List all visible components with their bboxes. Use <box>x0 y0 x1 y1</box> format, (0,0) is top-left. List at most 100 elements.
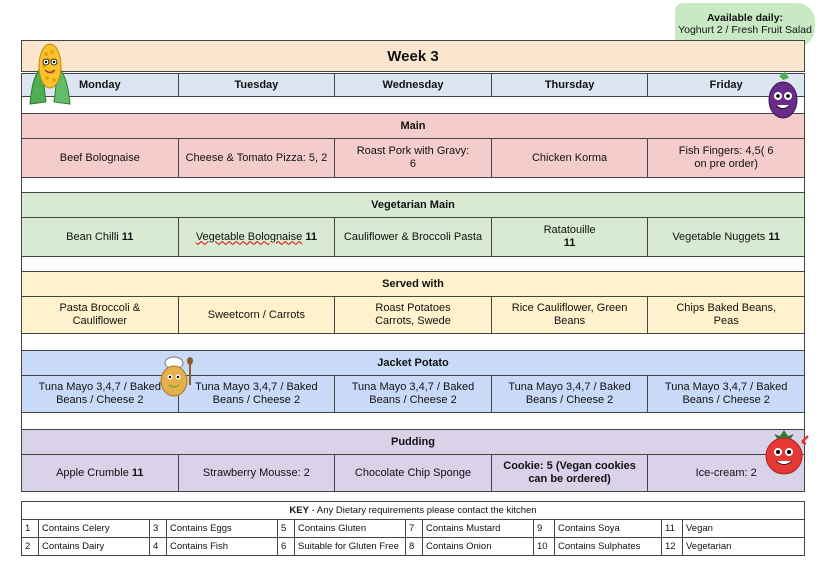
key-label-cell: Contains Dairy <box>38 537 150 556</box>
meal-text: Tuna Mayo 3,4,7 / Baked Beans / Cheese 2 <box>38 381 162 406</box>
meal-cell: Rice Cauliflower, Green Beans <box>492 297 649 333</box>
meal-text: Bean Chilli <box>66 230 119 243</box>
meal-text: Rice Cauliflower, Green Beans <box>511 302 628 327</box>
meal-cell: Chips Baked Beans, Peas <box>648 297 804 333</box>
meal-text: Pasta Broccoli & Cauliflower <box>59 302 141 327</box>
page-title-text: Week 3 <box>387 47 439 65</box>
page-title: Week 3 <box>21 40 805 72</box>
meal-text: Chocolate Chip Sponge <box>354 466 472 479</box>
key-row: 2 Contains Dairy 4 Contains Fish 6 Suita… <box>21 537 805 556</box>
meal-cell: Roast Potatoes Carrots, Swede <box>335 297 492 333</box>
key-num: 7 <box>405 519 423 538</box>
meal-text: Roast Pork with Gravy: 6 <box>356 145 470 170</box>
meal-text: Tuna Mayo 3,4,7 / Baked Beans / Cheese 2 <box>508 381 631 406</box>
day-friday: Friday <box>709 78 743 91</box>
meal-text: Ratatouille <box>543 224 596 236</box>
meal-text: Beef Bolognaise <box>59 151 140 164</box>
meal-cell: Ice-cream: 2 <box>648 455 804 491</box>
days-row: Monday Tuesday Wednesday Thursday Friday <box>21 73 805 97</box>
meal-cell: Strawberry Mousse: 2 <box>179 455 336 491</box>
meal-cell: Tuna Mayo 3,4,7 / Baked Beans / Cheese 2 <box>648 376 804 412</box>
allergen-code: 11 <box>768 230 780 243</box>
corn-icon <box>29 43 71 105</box>
vegetarian-main-row: Bean Chilli 11 Vegetable Bolognaise 11 C… <box>21 217 805 257</box>
meal-cell: Pasta Broccoli & Cauliflower <box>22 297 179 333</box>
meal-cell: Tuna Mayo 3,4,7 / Baked Beans / Cheese 2 <box>179 376 336 412</box>
key-label-cell: Contains Gluten <box>294 519 406 538</box>
key-label-cell: Vegetarian <box>682 537 805 556</box>
main-row: Beef Bolognaise Cheese & Tomato Pizza: 5… <box>21 138 805 178</box>
meal-text: Roast Potatoes Carrots, Swede <box>375 302 451 327</box>
available-daily-text: Yoghurt 2 / Fresh Fruit Salad <box>678 24 812 36</box>
key-label-cell: Contains Eggs <box>166 519 278 538</box>
served-with-row: Pasta Broccoli & Cauliflower Sweetcorn /… <box>21 296 805 334</box>
key-row: 1 Contains Celery 3 Contains Eggs 5 Cont… <box>21 519 805 538</box>
meal-cell: Apple Crumble 11 <box>22 455 179 491</box>
day-wednesday: Wednesday <box>335 74 492 96</box>
meal-cell: Sweetcorn / Carrots <box>179 297 336 333</box>
meal-text: Fish Fingers: 4,5( 6 on pre order) <box>678 145 774 170</box>
allergen-key-table: KEY - Any Dietary requirements please co… <box>21 501 805 556</box>
key-num: 8 <box>405 537 423 556</box>
key-text: - Any Dietary requirements please contac… <box>308 505 537 516</box>
day-thursday: Thursday <box>492 74 649 96</box>
allergen-code: 11 <box>131 466 144 479</box>
meal-text: Cauliflower & Broccoli Pasta <box>343 230 483 243</box>
meal-text: Tuna Mayo 3,4,7 / Baked Beans / Cheese 2 <box>195 381 318 406</box>
pudding-row: Apple Crumble 11 Strawberry Mousse: 2 Ch… <box>21 454 805 492</box>
meal-text: Tuna Mayo 3,4,7 / Baked Beans / Cheese 2 <box>351 381 475 406</box>
meal-text: Tuna Mayo 3,4,7 / Baked Beans / Cheese 2 <box>664 381 788 406</box>
meal-cell: Cookie: 5 (Vegan cookies can be ordered) <box>492 455 649 491</box>
day-tuesday: Tuesday <box>179 74 336 96</box>
meal-cell: Cheese & Tomato Pizza: 5, 2 <box>179 139 336 177</box>
spacer <box>21 334 805 350</box>
key-label-cell: Contains Sulphates <box>554 537 662 556</box>
key-label: KEY <box>289 505 309 516</box>
key-num: 4 <box>149 537 167 556</box>
key-header: KEY - Any Dietary requirements please co… <box>21 501 805 520</box>
section-header-vegetarian-main: Vegetarian Main <box>21 192 805 218</box>
key-label-cell: Contains Celery <box>38 519 150 538</box>
key-num: 3 <box>149 519 167 538</box>
meal-text: Chicken Korma <box>531 151 608 164</box>
meal-cell: Vegetable Nuggets 11 <box>648 218 804 256</box>
key-num: 5 <box>277 519 295 538</box>
meal-cell: Cauliflower & Broccoli Pasta <box>335 218 492 256</box>
key-num: 9 <box>533 519 555 538</box>
section-title: Main <box>400 120 426 132</box>
meal-text: Chips Baked Beans, Peas <box>676 302 776 327</box>
jacket-potato-row: Tuna Mayo 3,4,7 / Baked Beans / Cheese 2… <box>21 375 805 413</box>
key-num: 2 <box>21 537 39 556</box>
meal-text: Cookie: 5 (Vegan cookies can be ordered) <box>503 460 636 485</box>
aubergine-icon <box>768 72 798 119</box>
meal-cell: Roast Pork with Gravy: 6 <box>335 139 492 177</box>
section-title: Served with <box>382 278 444 290</box>
available-daily-heading: Available daily: <box>706 12 784 24</box>
section-header-pudding: Pudding <box>21 429 805 455</box>
allergen-code: 11 <box>121 230 134 243</box>
spacer <box>21 413 805 429</box>
key-label-cell: Contains Onion <box>422 537 534 556</box>
meal-text: Strawberry Mousse: 2 <box>202 466 310 479</box>
key-label-cell: Suitable for Gluten Free <box>294 537 406 556</box>
section-title: Jacket Potato <box>377 357 449 369</box>
key-num: 11 <box>661 519 683 538</box>
day-monday: Monday <box>22 74 179 96</box>
meal-text: Cheese & Tomato Pizza: 5, 2 <box>185 151 328 164</box>
meal-cell: Bean Chilli 11 <box>22 218 179 256</box>
allergen-code: 11 <box>305 230 317 243</box>
key-label-cell: Vegan <box>682 519 805 538</box>
spacer <box>21 178 805 192</box>
key-label-cell: Contains Fish <box>166 537 278 556</box>
spacer <box>21 97 805 113</box>
key-label-cell: Contains Mustard <box>422 519 534 538</box>
section-header-jacket-potato: Jacket Potato <box>21 350 805 376</box>
meal-cell: Chocolate Chip Sponge <box>335 455 492 491</box>
meal-cell: Vegetable Bolognaise 11 <box>179 218 336 256</box>
key-label-cell: Contains Soya <box>554 519 662 538</box>
key-num: 12 <box>661 537 683 556</box>
meal-cell: Beef Bolognaise <box>22 139 179 177</box>
meal-cell: Chicken Korma <box>492 139 649 177</box>
key-num: 6 <box>277 537 295 556</box>
allergen-code: 11 <box>563 237 576 249</box>
